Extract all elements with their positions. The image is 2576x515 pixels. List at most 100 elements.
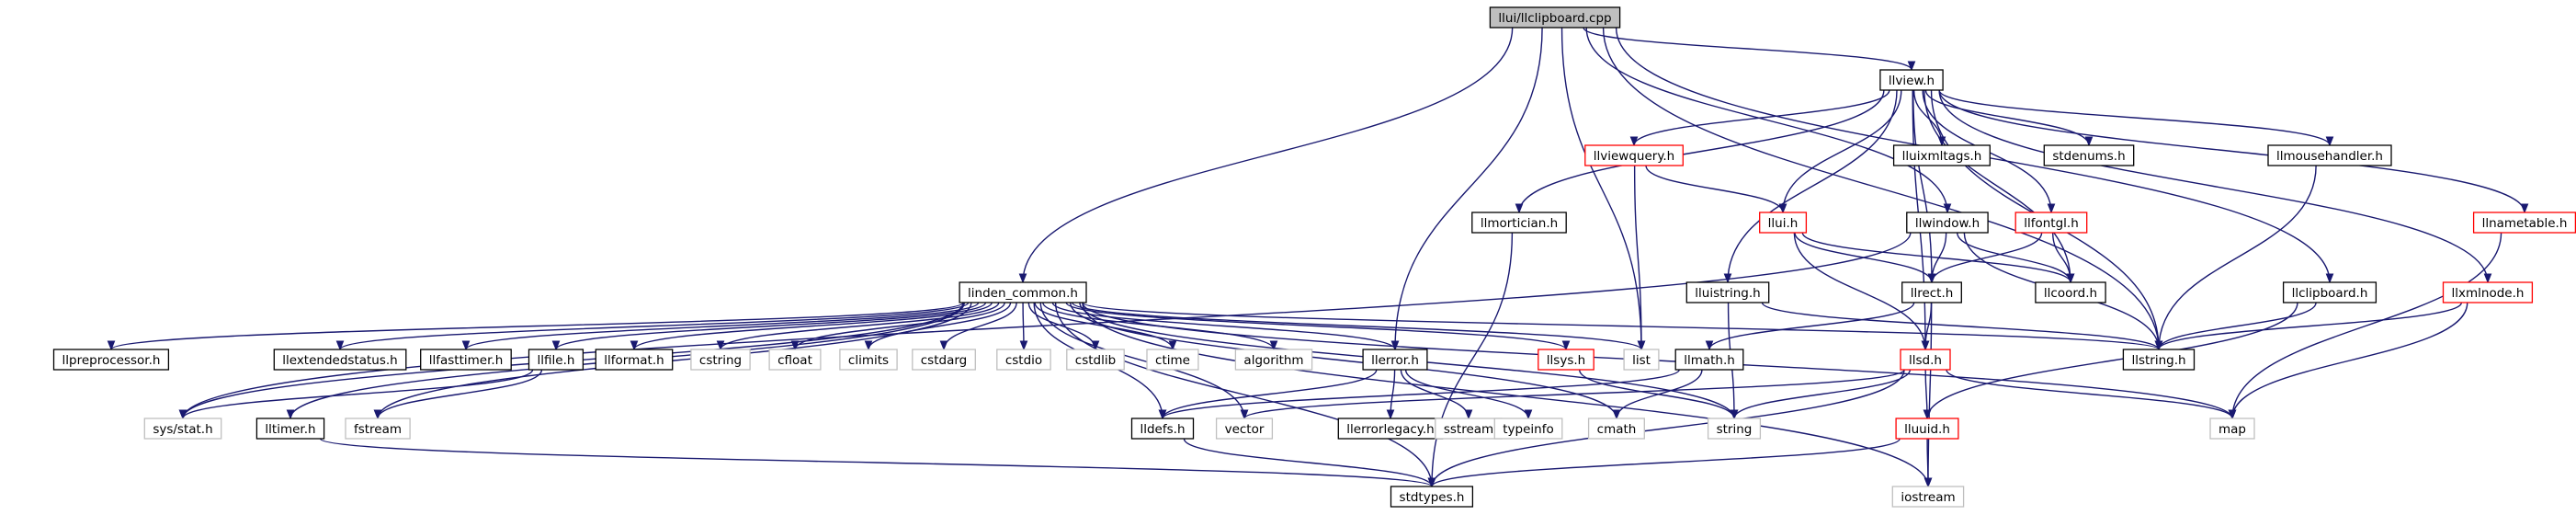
- node-llstring-h[interactable]: llstring.h: [2122, 349, 2196, 371]
- node-string[interactable]: string: [1707, 418, 1762, 440]
- edge-line: [182, 232, 1912, 419]
- node-label: list: [1632, 353, 1651, 368]
- arrow-head: [1923, 477, 1933, 488]
- node-sstream[interactable]: sstream: [1435, 418, 1503, 440]
- node-label: linden_common.h: [968, 286, 1078, 301]
- node-label: llxmlnode.h: [2452, 286, 2525, 301]
- node-llerrorlegacy-h[interactable]: llerrorlegacy.h: [1337, 418, 1444, 440]
- node-cstdarg[interactable]: cstdarg: [912, 349, 976, 371]
- edge-linden-common-h-to-llfile-h: [551, 302, 987, 351]
- node-ctime[interactable]: ctime: [1146, 349, 1199, 371]
- node-llerror-h[interactable]: llerror.h: [1362, 349, 1428, 371]
- node-cmath[interactable]: cmath: [1587, 418, 1645, 440]
- node-llmortician-h[interactable]: llmortician.h: [1471, 212, 1567, 234]
- node-llfontgl-h[interactable]: llfontgl.h: [2014, 212, 2088, 234]
- node-label: string: [1717, 422, 1753, 437]
- arrow-head: [2483, 273, 2492, 284]
- edge-line: [1518, 89, 1885, 213]
- node-algorithm[interactable]: algorithm: [1234, 349, 1313, 371]
- node-llfasttimer-h[interactable]: llfasttimer.h: [420, 349, 512, 371]
- edge-linden-common-h-to-llstring-h: [1082, 302, 2163, 351]
- node-llxmlnode-h[interactable]: llxmlnode.h: [2442, 281, 2534, 303]
- node-llformat-h[interactable]: llformat.h: [595, 349, 674, 371]
- node-list[interactable]: list: [1623, 349, 1660, 371]
- edge-llxmlnode-h-to-map: [2228, 302, 2468, 420]
- edge-llview-h-to-llxmlnode-h: [1938, 89, 2492, 284]
- node-stdenums-h[interactable]: stdenums.h: [2043, 144, 2135, 166]
- node-label: map: [2219, 422, 2246, 437]
- node-vector[interactable]: vector: [1215, 418, 1274, 440]
- node-label: llui.h: [1768, 216, 1799, 231]
- node-lluixmltags-h[interactable]: lluixmltags.h: [1892, 144, 1991, 166]
- node-llviewquery-h[interactable]: llviewquery.h: [1584, 144, 1684, 166]
- arrow-head: [1524, 409, 1533, 420]
- node-sys-stat-h[interactable]: sys/stat.h: [143, 418, 222, 440]
- edge-linden-common-h-to-llerror-h: [1051, 302, 1400, 351]
- arrow-head: [630, 340, 639, 351]
- node-lluistring-h[interactable]: lluistring.h: [1685, 281, 1770, 303]
- arrow-head: [2084, 136, 2094, 147]
- edge-llmath-h-to-cmath: [1612, 369, 1703, 420]
- node-llui-h[interactable]: llui.h: [1759, 212, 1808, 234]
- node-llsys-h[interactable]: llsys.h: [1538, 349, 1594, 371]
- edge-line: [1912, 89, 1943, 146]
- node-llview-h[interactable]: llview.h: [1879, 69, 1944, 91]
- arrow-head: [107, 340, 116, 351]
- edge-llsd-h-to-string: [1730, 369, 1912, 420]
- edge-linden-common-h-to-cstring: [716, 302, 1000, 351]
- node-llextendedstatus-h[interactable]: llextendedstatus.h: [273, 349, 407, 371]
- arrow-head: [335, 340, 345, 351]
- node-box: [420, 349, 512, 371]
- node-cstdlib[interactable]: cstdlib: [1066, 349, 1125, 371]
- node-box: [1489, 6, 1621, 29]
- node-llclipboard-h[interactable]: llclipboard.h: [2282, 281, 2377, 303]
- node-iostream[interactable]: iostream: [1891, 486, 1965, 508]
- edge-llsd-h-to-vector: [1240, 369, 1905, 420]
- node-box: [1892, 144, 1991, 166]
- edge-linden-common-h-to-cstdio: [1019, 302, 1028, 351]
- node-box: [1901, 281, 1962, 303]
- node-llsd-h[interactable]: llsd.h: [1900, 349, 1951, 371]
- node-linden-common-h[interactable]: linden_common.h: [959, 281, 1087, 303]
- node-fstream[interactable]: fstream: [345, 418, 411, 440]
- node-lldefs-h[interactable]: lldefs.h: [1130, 418, 1195, 440]
- node-llmath-h[interactable]: llmath.h: [1674, 349, 1744, 371]
- edge-linden-common-h-to-climits: [864, 302, 1012, 351]
- edge-llmath-h-to-lldefs-h: [1158, 369, 1680, 420]
- edge-llui-llclipboard-cpp-to-llwindow-h: [1585, 27, 1952, 214]
- edge-llsd-h-to-lluuid-h: [1923, 369, 1932, 420]
- edge-line: [1927, 302, 1933, 487]
- edge-linden-common-h-to-llfasttimer-h: [461, 302, 980, 351]
- node-llmousehandler-h[interactable]: llmousehandler.h: [2267, 144, 2392, 166]
- node-box: [1759, 212, 1808, 234]
- arrow-head: [1723, 273, 1732, 284]
- node-map[interactable]: map: [2209, 418, 2255, 440]
- node-llcoord-h[interactable]: llcoord.h: [2035, 281, 2106, 303]
- node-typeinfo[interactable]: typeinfo: [1493, 418, 1563, 440]
- node-box: [1130, 418, 1195, 440]
- edge-line: [720, 302, 1000, 350]
- node-cstring[interactable]: cstring: [690, 349, 751, 371]
- node-llwindow-h[interactable]: llwindow.h: [1906, 212, 1989, 234]
- node-label: llstring.h: [2131, 353, 2185, 368]
- node-label: llfasttimer.h: [429, 353, 504, 368]
- node-label: llviewquery.h: [1594, 149, 1674, 164]
- edge-line: [1072, 302, 1642, 350]
- node-cstdio[interactable]: cstdio: [996, 349, 1051, 371]
- node-lluuid-h[interactable]: lluuid.h: [1895, 418, 1959, 440]
- edge-line: [1243, 369, 1905, 419]
- node-llrect-h[interactable]: llrect.h: [1901, 281, 1962, 303]
- node-lltimer-h[interactable]: lltimer.h: [255, 418, 325, 440]
- node-stdtypes-h[interactable]: stdtypes.h: [1390, 486, 1474, 508]
- edge-linden-common-h-to-list: [1072, 302, 1646, 351]
- node-label: llview.h: [1889, 74, 1935, 88]
- node-llnametable-h[interactable]: llnametable.h: [2472, 212, 2576, 234]
- node-llui-llclipboard-cpp[interactable]: llui/llclipboard.cpp: [1489, 6, 1621, 29]
- edge-line: [319, 438, 1433, 487]
- node-climits[interactable]: climits: [839, 349, 898, 371]
- node-box: [2209, 418, 2255, 440]
- node-cfloat[interactable]: cfloat: [768, 349, 822, 371]
- node-llpreprocessor-h[interactable]: llpreprocessor.h: [52, 349, 170, 371]
- edge-llui-h-to-llcoord-h: [1801, 232, 2075, 284]
- node-llfile-h[interactable]: llfile.h: [528, 349, 584, 371]
